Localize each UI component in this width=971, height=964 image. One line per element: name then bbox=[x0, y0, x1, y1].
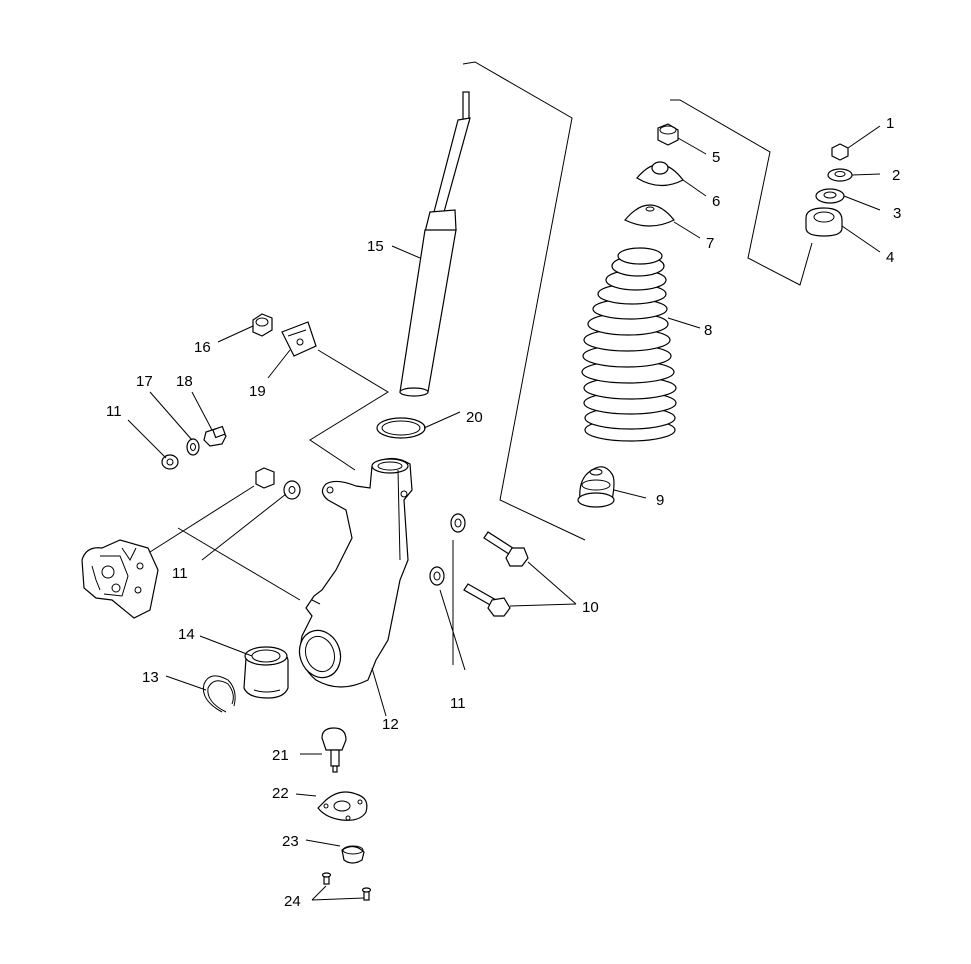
label-11-right: 11 bbox=[450, 695, 466, 712]
top-nut-5 bbox=[657, 123, 679, 146]
part-labels: 1 2 3 4 5 6 7 8 9 10 11 11 11 12 13 14 1… bbox=[106, 115, 901, 910]
label-2: 2 bbox=[892, 167, 900, 184]
label-11-upper-left: 11 bbox=[106, 403, 122, 420]
seal-ring-20 bbox=[376, 417, 426, 439]
label-12: 12 bbox=[382, 716, 399, 733]
label-6: 6 bbox=[712, 193, 720, 210]
spring-seat-7 bbox=[624, 204, 675, 227]
label-17: 17 bbox=[136, 373, 153, 390]
screws-24 bbox=[321, 872, 372, 901]
washer-17 bbox=[186, 438, 200, 456]
knuckle-nut-washer bbox=[255, 467, 301, 500]
label-18: 18 bbox=[176, 373, 193, 390]
label-11-caliper: 11 bbox=[172, 565, 188, 582]
small-fasteners-left bbox=[161, 425, 227, 470]
label-4: 4 bbox=[886, 249, 894, 266]
label-23: 23 bbox=[282, 833, 299, 850]
bolts-10 bbox=[463, 531, 529, 617]
top-mount-stack bbox=[805, 143, 853, 237]
label-15: 15 bbox=[367, 238, 384, 255]
label-10: 10 bbox=[582, 599, 599, 616]
label-22: 22 bbox=[272, 785, 289, 802]
washers-11-right bbox=[429, 513, 466, 586]
label-8: 8 bbox=[704, 322, 712, 339]
bump-stop-9 bbox=[577, 466, 615, 508]
flange-plate-22 bbox=[317, 791, 368, 821]
clip-19 bbox=[281, 321, 317, 357]
coil-spring-8 bbox=[581, 247, 677, 442]
label-3: 3 bbox=[893, 205, 901, 222]
label-14: 14 bbox=[178, 626, 195, 643]
circlip-13 bbox=[202, 675, 236, 713]
steering-knuckle-12 bbox=[298, 457, 413, 688]
washer-3 bbox=[815, 188, 845, 204]
brake-caliper bbox=[81, 539, 159, 619]
label-16: 16 bbox=[194, 339, 211, 356]
boot-23 bbox=[341, 845, 365, 864]
label-19: 19 bbox=[249, 383, 266, 400]
nut-1 bbox=[831, 143, 849, 161]
mount-cup-6 bbox=[636, 161, 684, 187]
assembly-lines bbox=[177, 61, 813, 671]
leader-lines bbox=[127, 125, 881, 901]
label-20: 20 bbox=[466, 409, 483, 426]
wheel-bearing-14 bbox=[243, 646, 289, 699]
washer-11a bbox=[161, 454, 179, 470]
washer-2 bbox=[827, 168, 853, 182]
label-13: 13 bbox=[142, 669, 159, 686]
label-24: 24 bbox=[284, 893, 301, 910]
ball-joint-21 bbox=[321, 727, 347, 773]
nut-16 bbox=[252, 313, 273, 337]
label-5: 5 bbox=[712, 149, 720, 166]
label-9: 9 bbox=[656, 492, 664, 509]
label-1: 1 bbox=[886, 115, 894, 132]
label-7: 7 bbox=[706, 235, 714, 252]
shock-absorber bbox=[399, 91, 471, 397]
label-21: 21 bbox=[272, 747, 289, 764]
